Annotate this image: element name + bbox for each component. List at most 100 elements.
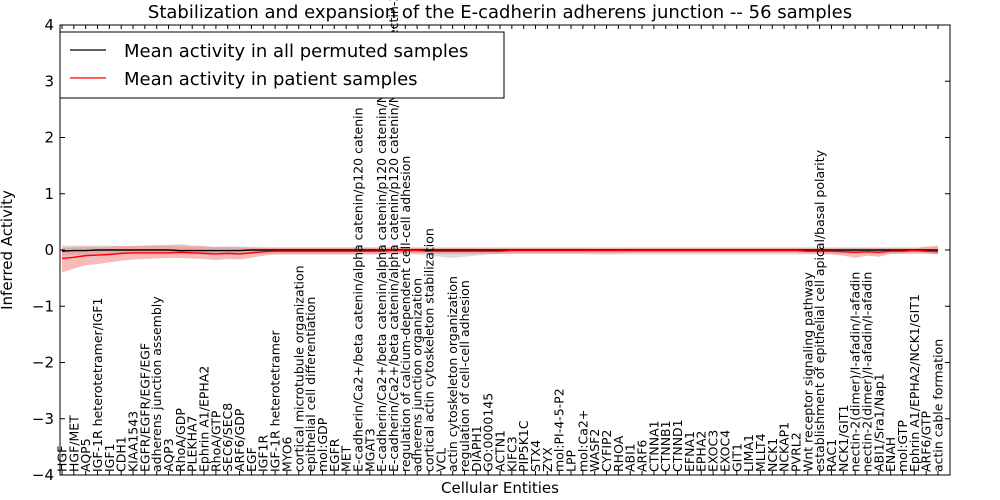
x-tick-label: WASF2 [587, 429, 602, 472]
x-tick-label: cortical actin cytoskeleton stabilizatio… [421, 228, 436, 472]
chart-title: Stabilization and expansion of the E-cad… [148, 2, 852, 23]
x-tick-label: EGF [244, 447, 259, 472]
x-tick-label: MGAT3 [362, 428, 377, 472]
x-tick-label: KIFC3 [504, 436, 519, 472]
x-tick-label: ENAH [883, 437, 898, 472]
x-tick-label: nectin-2(dimer)/I-afadin/I-afadin [848, 272, 863, 472]
x-tick-label: MYO6 [279, 436, 294, 472]
x-tick-label: HGF [55, 446, 70, 472]
x-tick-label: STX4 [528, 440, 543, 472]
legend-label-permuted: Mean activity in all permuted samples [124, 41, 468, 62]
x-tick-label: Ephrin A1/EPHA2 [197, 366, 212, 472]
y-axis: 4 3 2 1 0 −1 −2 −3 −4 [32, 16, 950, 484]
series-line-patient [61, 249, 939, 260]
y-tick-label: −1 [32, 297, 54, 315]
y-axis-label: Inferred Activity [0, 190, 16, 310]
legend-label-patient: Mean activity in patient samples [124, 69, 418, 90]
x-tick-label: IGF-1R heterotetramer/IGF1 [90, 298, 105, 472]
x-tick-label: ABI1 [623, 443, 638, 472]
x-tick-label: ARF6 [635, 440, 650, 472]
x-tick-label: LPP [564, 450, 579, 473]
x-tick-label: E-cadherin/Ca2+/beta catenin/alpha caten… [350, 107, 365, 472]
y-tick-label: 3 [44, 72, 54, 90]
x-tick-label: establishment of epithelial cell apical/… [812, 149, 827, 472]
x-tick-label: RHOA [611, 435, 626, 472]
x-tick-label: regulation of cell-cell adhesion [457, 280, 472, 472]
x-tick-label: IGF-1R heterotetramer [268, 329, 283, 472]
x-tick-label: PIP5K1C [516, 420, 531, 472]
x-tick-label: NCK1 [765, 438, 780, 472]
x-tick-label: RhoA/GDP [173, 408, 188, 472]
confidence-bands [62, 244, 938, 273]
x-tick-label: Wnt receptor signaling pathway [800, 272, 815, 472]
x-tick-label: EGFR/EGFR/EGF/EGF [137, 343, 152, 472]
x-tick-label: EPHA2 [694, 431, 709, 472]
x-tick-label: mol:GDP [315, 417, 330, 472]
x-tick-label: CTNNB1 [658, 420, 673, 472]
x-tick-label: PVRL2 [788, 432, 803, 472]
x-tick-label: HGF/MET [66, 415, 81, 472]
x-tick-label: IGF1 [102, 443, 117, 472]
x-tick-label: MLLT4 [753, 433, 768, 472]
x-tick-label: ZYX [540, 447, 555, 472]
legend-box [59, 31, 505, 99]
x-tick-label: adherens junction assembly [149, 296, 164, 472]
x-tick-label: EFNA1 [682, 431, 697, 472]
x-tick-label: E-cadherin/Ca2+/beta catenin/alpha caten… [374, 51, 389, 472]
x-tick-label: ACTN1 [493, 430, 508, 472]
x-tick-label: mol:PI-4-5-P2 [552, 388, 567, 472]
x-tick-label: actin cytoskeleton organization [445, 276, 460, 472]
x-tick-label: AQP5 [78, 438, 93, 472]
x-tick-label: mol:Ca2+ [575, 410, 590, 472]
x-tick-label: GO:0000145 [481, 393, 496, 472]
x-tick-label: CDH1 [114, 436, 129, 472]
x-tick-label: regulation of calcium-dependent cell-cel… [398, 156, 413, 472]
x-tick-label: DIAPH1 [469, 425, 484, 472]
y-tick-label: 2 [44, 129, 54, 147]
x-tick-label: AQP3 [161, 438, 176, 472]
x-tick-label: CTNNA1 [646, 420, 661, 472]
y-tick-label: −2 [32, 354, 54, 372]
x-tick-label: NCKAP1 [777, 422, 792, 472]
x-tick-label: IGF1R [256, 434, 271, 472]
x-tick-label: CYFIP2 [599, 429, 614, 472]
legend: Mean activity in all permuted samples Me… [59, 31, 505, 99]
y-tick-label: −4 [32, 466, 54, 484]
x-tick-label: EXOC3 [706, 430, 721, 472]
y-tick-label: 4 [44, 16, 54, 34]
x-tick-label: NCK1/GIT1 [836, 405, 851, 472]
x-tick-label: VCL [433, 448, 448, 472]
x-axis-label: Cellular Entities [441, 479, 559, 497]
x-ticks [61, 25, 939, 475]
x-tick-label: SEC6/SEC8 [220, 403, 235, 472]
x-tick-label: ARF6/GTP [919, 411, 934, 472]
x-tick-label: E-cadherin/Ca2+/beta catenin/alpha caten… [386, 0, 401, 472]
x-tick-label: LIMA1 [741, 434, 756, 472]
x-tick-label: ABI1/Sra1/Nap1 [871, 373, 886, 472]
series-lines [61, 249, 939, 260]
x-tick-label: EXOC4 [717, 430, 732, 472]
x-tick-label: EGFR [327, 438, 342, 472]
x-tick-label: Ephrin A1/EPHA2/NCK1/GIT1 [907, 294, 922, 472]
x-tick-label: actin cable formation [931, 339, 946, 472]
band-patient [62, 244, 938, 273]
x-tick-label: KIAA1543 [126, 411, 141, 472]
x-tick-label: GIT1 [729, 443, 744, 472]
x-tick-label: MET [339, 445, 354, 472]
x-tick-label: RAC1 [824, 439, 839, 472]
x-tick-label: adherens junction organization [410, 278, 425, 472]
x-tick-label: CTNND1 [670, 419, 685, 472]
y-tick-label: 0 [44, 241, 54, 259]
x-tick-label: epithelial cell differentiation [303, 297, 318, 472]
x-tick-label: ARF6/GDP [232, 408, 247, 472]
y-tick-label: −3 [32, 410, 54, 428]
x-tick-label: PLEKHA7 [185, 415, 200, 472]
x-tick-label: nectin-2(dimer)/I-afadin/I-afadin [859, 272, 874, 472]
plot-frame [59, 24, 951, 476]
x-tick-label: RhoA/GTP [208, 410, 223, 472]
x-tick-label: mol:GTP [895, 420, 910, 472]
y-tick-label: 1 [44, 185, 54, 203]
x-tick-label: cortical microtubule organization [291, 265, 306, 472]
